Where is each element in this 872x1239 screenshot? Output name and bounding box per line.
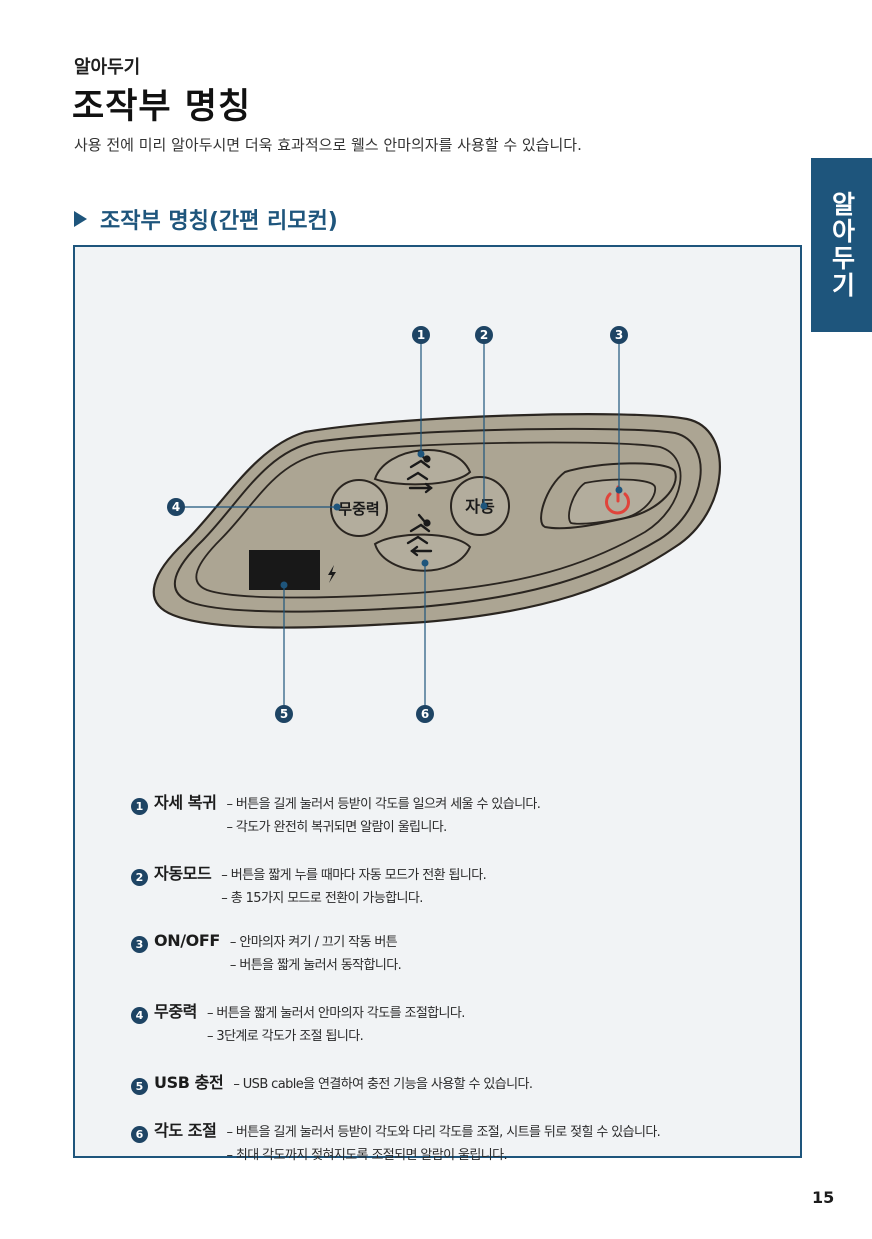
item-line: – 버튼을 길게 눌러서 등받이 각도와 다리 각도를 조절, 시트를 뒤로 젖… xyxy=(226,1125,661,1140)
list-item: 5 USB 충전 – USB cable을 연결하여 충전 기능을 사용할 수 … xyxy=(131,1069,791,1096)
lightning-icon xyxy=(328,565,336,583)
page-title: 조작부 명칭 xyxy=(72,87,252,127)
triangle-bullet-icon xyxy=(74,211,87,227)
remote-diagram-panel: 무중력 자동 1 2 3 4 5 xyxy=(73,245,802,1163)
item-name: 무중력 xyxy=(154,1002,197,1021)
recline-down-icon xyxy=(406,513,433,557)
recline-up-button[interactable] xyxy=(373,449,472,486)
item-line: – 최대 각도까지 젖혀지도록 조절되면 알람이 울립니다. xyxy=(226,1148,507,1163)
svg-text:1: 1 xyxy=(417,328,425,342)
section-kicker: 알아두기 xyxy=(74,57,141,78)
svg-text:5: 5 xyxy=(280,707,288,721)
remote-inner-rim-2 xyxy=(195,441,682,599)
item-line: – USB cable을 연결하여 충전 기능을 사용할 수 있습니다. xyxy=(233,1077,533,1092)
item-name: USB 충전 xyxy=(154,1073,224,1092)
remote-inner-rim xyxy=(173,427,702,613)
power-button[interactable] xyxy=(568,478,656,525)
svg-text:4: 4 xyxy=(172,500,180,514)
item-number: 3 xyxy=(131,936,148,953)
description-list: 1 자세 복귀 – 버튼을 길게 눌러서 등받이 각도를 일으켜 세울 수 있습… xyxy=(131,789,791,1188)
item-number: 4 xyxy=(131,1007,148,1024)
item-line: – 총 15가지 모드로 전환이 가능합니다. xyxy=(221,891,423,906)
item-name: 각도 조절 xyxy=(154,1121,217,1140)
item-line: – 안마의자 켜기 / 끄기 작동 버튼 xyxy=(229,935,398,950)
side-chapter-tab: 알아두기 xyxy=(811,158,872,332)
callout-badges: 1 2 3 4 5 6 xyxy=(167,326,628,723)
item-name: 자동모드 xyxy=(154,864,212,883)
list-item: 3 ON/OFF – 안마의자 켜기 / 끄기 작동 버튼 – 버튼을 짧게 눌… xyxy=(131,931,791,977)
item-line: – 버튼을 짧게 누를 때마다 자동 모드가 전환 됩니다. xyxy=(221,868,487,883)
item-number: 2 xyxy=(131,869,148,886)
item-number: 1 xyxy=(131,798,148,815)
svg-text:6: 6 xyxy=(421,707,429,721)
section-heading: 조작부 명칭(간편 리모컨) xyxy=(74,203,338,235)
zero-gravity-button[interactable] xyxy=(330,479,388,537)
list-item: 4 무중력 – 버튼을 짧게 눌러서 안마의자 각도를 조절합니다. – 3단계… xyxy=(131,998,791,1048)
item-number: 6 xyxy=(131,1126,148,1143)
remote-illustration: 무중력 자동 1 2 3 4 5 xyxy=(152,326,721,723)
side-chapter-label: 알아두기 xyxy=(827,191,857,299)
item-name: 자세 복귀 xyxy=(154,793,217,812)
list-item: 6 각도 조절 – 버튼을 길게 눌러서 등받이 각도와 다리 각도를 조절, … xyxy=(131,1117,791,1167)
svg-text:3: 3 xyxy=(615,328,623,342)
intro-text: 사용 전에 미리 알아두시면 더욱 효과적으로 웰스 안마의자를 사용할 수 있… xyxy=(74,136,582,154)
list-item: 1 자세 복귀 – 버튼을 길게 눌러서 등받이 각도를 일으켜 세울 수 있습… xyxy=(131,789,791,839)
recline-down-button[interactable] xyxy=(373,533,472,572)
list-item: 2 자동모드 – 버튼을 짧게 누를 때마다 자동 모드가 전환 됩니다. – … xyxy=(131,860,791,910)
item-line: – 버튼을 길게 눌러서 등받이 각도를 일으켜 세울 수 있습니다. xyxy=(226,797,541,812)
auto-button[interactable] xyxy=(450,476,510,536)
item-name: ON/OFF xyxy=(154,931,220,950)
item-line: – 3단계로 각도가 조절 됩니다. xyxy=(206,1029,364,1044)
item-number: 5 xyxy=(131,1078,148,1095)
svg-text:2: 2 xyxy=(480,328,488,342)
auto-label: 자동 xyxy=(465,497,495,516)
item-line: – 버튼을 짧게 눌러서 동작합니다. xyxy=(229,958,402,973)
zero-gravity-label: 무중력 xyxy=(338,500,379,518)
section-title: 조작부 명칭(간편 리모컨) xyxy=(100,209,338,234)
item-line: – 버튼을 짧게 눌러서 안마의자 각도를 조절합니다. xyxy=(206,1006,465,1021)
page-number: 15 xyxy=(812,1188,835,1207)
item-line: – 각도가 완전히 복귀되면 알람이 울립니다. xyxy=(226,820,447,835)
